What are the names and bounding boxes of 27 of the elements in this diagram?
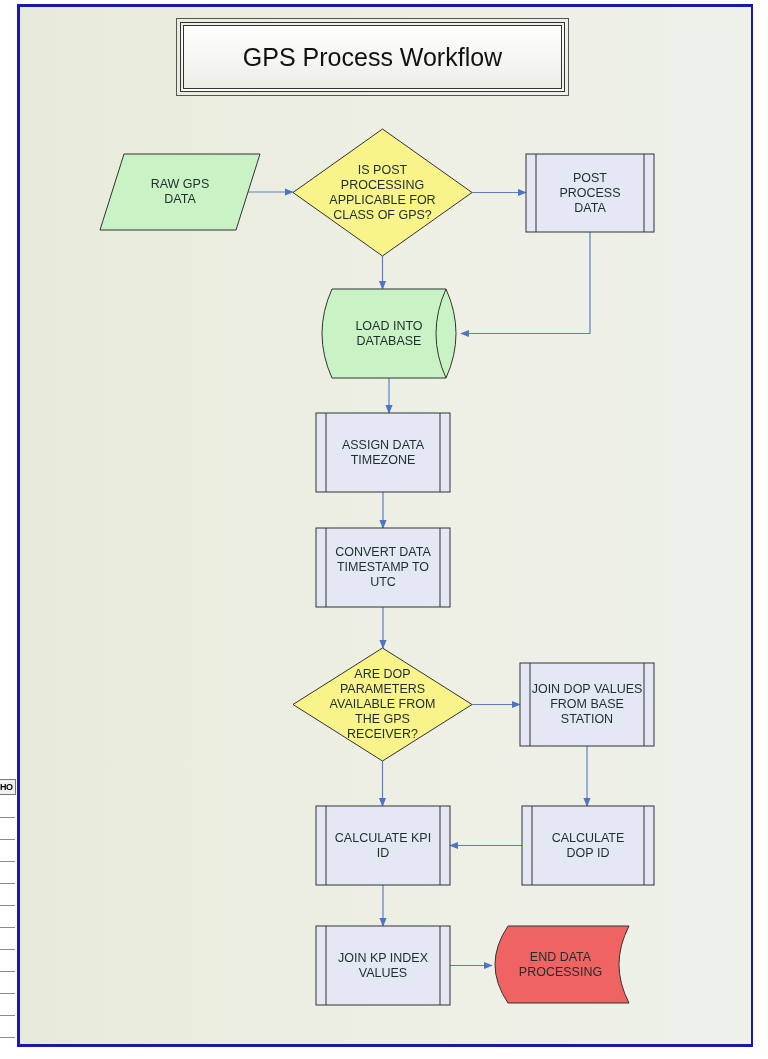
node-label: POST PROCESS DATA bbox=[558, 170, 622, 216]
node-label: ARE DOP PARAMETERS AVAILABLE FROM THE GPS RECEIVER? bbox=[328, 667, 437, 742]
arrow bbox=[449, 841, 523, 850]
title: GPS Process Workflow bbox=[242, 42, 503, 72]
arrow bbox=[460, 231, 591, 338]
arrow bbox=[247, 188, 294, 196]
node-label: ASSIGN DATA TIMEZONE bbox=[340, 437, 426, 468]
node-label: CONVERT DATA TIMESTAMP TO UTC bbox=[334, 545, 432, 590]
arrow bbox=[583, 745, 591, 807]
node-label: LOAD INTO DATABASE bbox=[354, 318, 424, 349]
node-label: CALCULATE KPI ID bbox=[333, 830, 433, 861]
arrow bbox=[379, 606, 387, 649]
arrow bbox=[378, 760, 387, 807]
node-label: IS POST PROCESSING APPLICABLE FOR CLASS OF GPS? bbox=[328, 162, 437, 223]
arrow bbox=[449, 961, 493, 970]
arrow bbox=[379, 491, 387, 529]
node-label: JOIN DOP VALUES FROM BASE STATION bbox=[531, 682, 643, 727]
arrow bbox=[471, 700, 521, 709]
node-label: END DATA PROCESSING bbox=[517, 949, 604, 980]
node-label: RAW GPS DATA bbox=[149, 177, 211, 207]
arrow bbox=[378, 255, 387, 290]
node-label: CALCULATE DOP ID bbox=[550, 830, 626, 861]
arrow bbox=[379, 884, 387, 927]
arrow bbox=[471, 188, 527, 197]
node-label: JOIN KP INDEX VALUES bbox=[336, 950, 430, 981]
table-header: HO bbox=[0, 779, 16, 795]
arrow bbox=[385, 377, 393, 414]
